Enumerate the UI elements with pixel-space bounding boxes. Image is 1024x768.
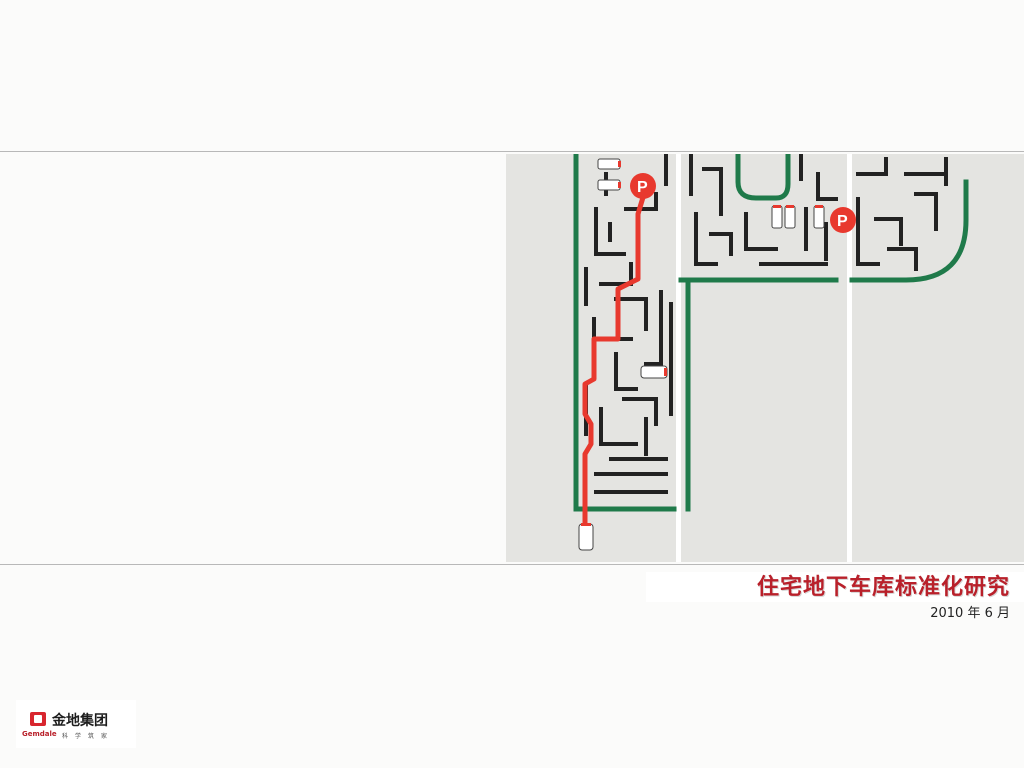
logo-name-cn: 金地集团 <box>52 713 108 729</box>
logo-motto: 科学筑家 <box>62 733 115 740</box>
parking-sign-label: P <box>637 179 648 196</box>
title-background <box>646 572 1024 602</box>
slide-title: 住宅地下车库标准化研究 <box>756 575 1010 600</box>
logo-mark-icon <box>30 712 46 726</box>
parking-sign-label: P <box>837 213 848 230</box>
maze-illustration: P P <box>506 154 1024 562</box>
logo-name-en: Gemdale <box>22 730 57 738</box>
slide-date: 2010 年 6 月 <box>930 606 1010 621</box>
company-logo: 金地集团 Gemdale 科学筑家 <box>16 700 136 748</box>
top-divider <box>0 151 1024 152</box>
bottom-divider <box>0 564 1024 565</box>
